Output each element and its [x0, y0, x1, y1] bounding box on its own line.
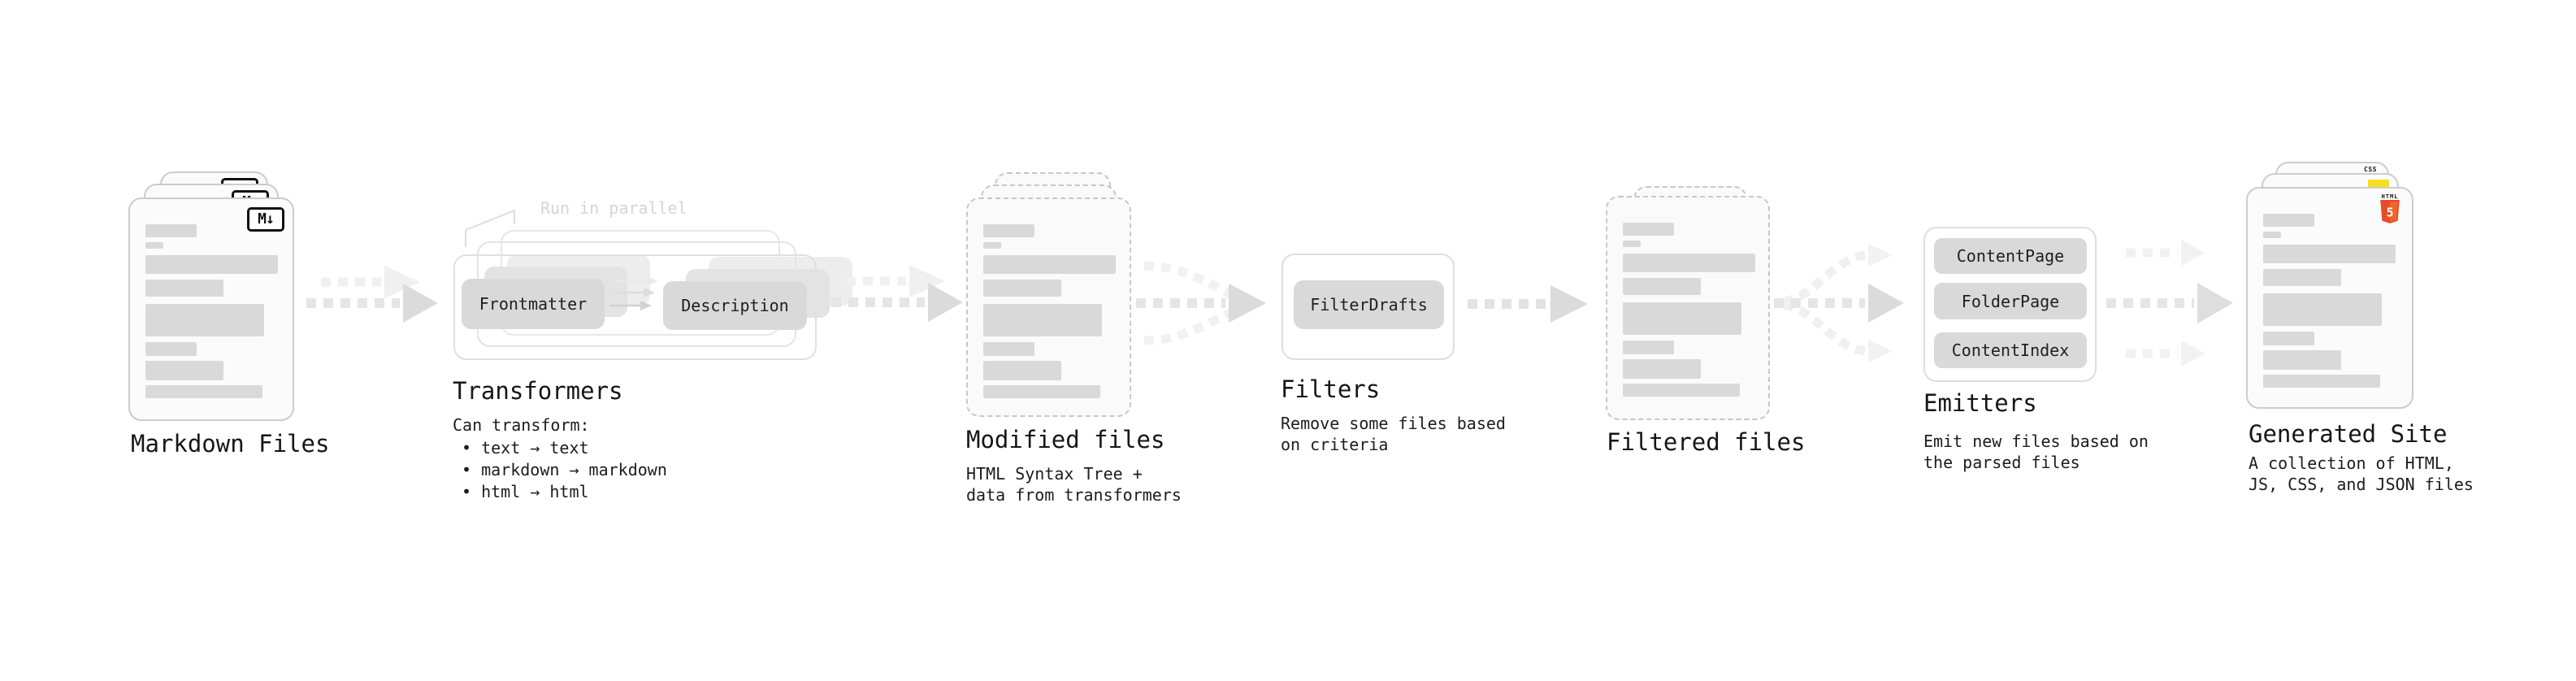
description-line: the parsed files: [1923, 453, 2080, 472]
placeholder-bar: [2263, 232, 2281, 238]
placeholder-bar: [145, 361, 223, 380]
parallel-note: Run in parallel: [540, 198, 687, 218]
emitters-box: [1923, 227, 2097, 382]
converge-arrow-icon: [1136, 261, 1266, 345]
placeholder-bar: [1623, 340, 1674, 354]
placeholder-bar: [983, 342, 1034, 356]
multi-arrow-icon: [2106, 240, 2233, 367]
placeholder-bar: [983, 255, 1116, 274]
placeholder-bar: [983, 385, 1100, 398]
placeholder-bar: [1623, 254, 1755, 272]
bullet-item: • text → text: [462, 438, 589, 458]
transformers-description: Can transform:: [453, 415, 590, 435]
description-line: Remove some files based: [1281, 414, 1506, 433]
placeholder-bar: [2263, 332, 2314, 345]
placeholder-bar: [983, 304, 1102, 336]
frontmatter-node: Frontmatter: [462, 279, 605, 329]
placeholder-bar: [2263, 293, 2382, 326]
placeholder-bar: [145, 280, 223, 297]
placeholder-bar: [2263, 375, 2380, 388]
filterdrafts-node: FilterDrafts: [1294, 280, 1444, 329]
placeholder-bar: [1623, 241, 1641, 247]
placeholder-bar: [1623, 359, 1701, 379]
flow-arrow-icon: [831, 265, 963, 322]
modified-files-description: HTML Syntax Tree + data from transformer…: [966, 463, 1182, 505]
placeholder-bar: [2263, 350, 2341, 370]
contentpage-node: ContentPage: [1934, 238, 2087, 274]
css-icon-label: CSS: [2364, 166, 2377, 173]
folderpage-node: FolderPage: [1934, 283, 2087, 319]
stage-title-transformers: Transformers: [453, 377, 623, 405]
placeholder-bar: [1623, 384, 1740, 397]
placeholder-bar: [2263, 245, 2396, 263]
placeholder-bar: [983, 224, 1034, 237]
html5-icon-label: HTML: [2381, 193, 2399, 200]
description-line: JS, CSS, and JSON files: [2249, 475, 2474, 494]
transformers-bullet-list: • text → text • markdown → markdown • ht…: [462, 437, 667, 503]
parallel-arrow-icon: [616, 276, 658, 286]
html5-shield-icon: 5: [2380, 200, 2400, 223]
placeholder-bar: [145, 385, 262, 398]
parallel-note-leader-line: [465, 209, 515, 247]
markdown-file-card-front: M↓: [128, 197, 294, 421]
description-line: data from transformers: [966, 485, 1182, 505]
placeholder-bar: [145, 304, 264, 336]
placeholder-bar: [1623, 302, 1741, 335]
placeholder-bar: [145, 342, 197, 356]
description-node: Description: [663, 281, 807, 330]
placeholder-bar: [145, 224, 197, 237]
stage-title-filters: Filters: [1281, 375, 1381, 403]
placeholder-bar: [983, 280, 1061, 297]
transformer-frame-front: [453, 254, 817, 360]
placeholder-bar: [983, 242, 1001, 249]
flow-arrow-icon: [306, 266, 438, 323]
generated-site-description: A collection of HTML, JS, CSS, and JSON …: [2249, 453, 2474, 495]
diverge-arrow-icon: [1774, 244, 1904, 362]
generated-site-card-front: HTML 5: [2246, 187, 2413, 409]
markdown-icon: M↓: [247, 207, 284, 232]
flow-arrow-icon: [1468, 285, 1588, 323]
stage-title-markdown-files: Markdown Files: [131, 430, 330, 458]
emitters-description: Emit new files based on the parsed files: [1923, 431, 2149, 473]
filtered-file-card-front: [1606, 196, 1770, 420]
parallel-arrow-icon: [613, 288, 655, 297]
modified-file-card-front: [966, 197, 1131, 417]
placeholder-bar: [2263, 269, 2341, 286]
stage-title-modified-files: Modified files: [966, 426, 1165, 453]
description-line: A collection of HTML,: [2249, 453, 2454, 473]
parallel-arrow-icon: [609, 301, 652, 310]
contentindex-node: ContentIndex: [1934, 332, 2087, 368]
stage-title-emitters: Emitters: [1923, 389, 2037, 417]
description-line: Emit new files based on: [1923, 432, 2149, 451]
svg-text:5: 5: [2386, 205, 2393, 219]
bullet-item: • markdown → markdown: [462, 460, 667, 479]
html5-icon: HTML 5: [2379, 193, 2400, 228]
description-line: HTML Syntax Tree +: [966, 464, 1143, 484]
bullet-item: • html → html: [462, 482, 589, 501]
placeholder-bar: [983, 361, 1061, 380]
placeholder-bar: [145, 242, 163, 249]
placeholder-bar: [2263, 214, 2314, 227]
description-line: on criteria: [1281, 435, 1389, 454]
stage-title-filtered-files: Filtered files: [1607, 428, 1806, 456]
stage-title-generated-site: Generated Site: [2249, 420, 2448, 448]
placeholder-bar: [1623, 278, 1701, 295]
placeholder-bar: [1623, 223, 1674, 236]
filters-box: [1281, 254, 1455, 360]
filters-description: Remove some files based on criteria: [1281, 413, 1506, 455]
placeholder-bar: [145, 255, 278, 274]
